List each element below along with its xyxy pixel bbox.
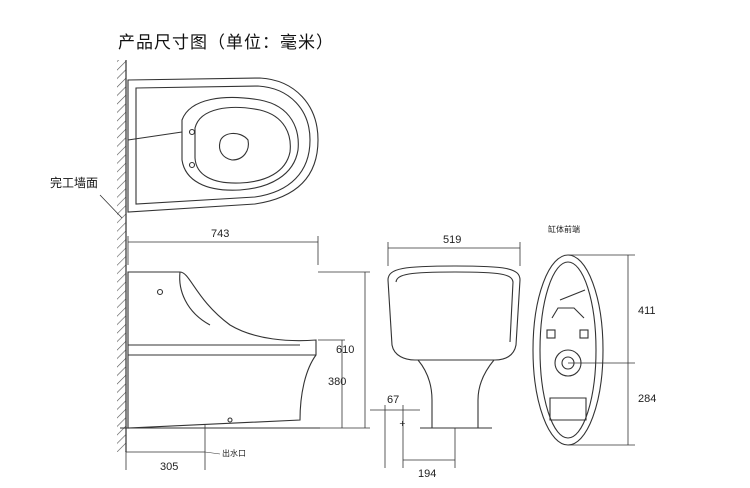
dimension-roughin-lines	[125, 425, 206, 470]
dimension-outlet-lines	[370, 405, 456, 468]
dimension-height-lines	[318, 271, 370, 429]
dim-284: 284	[638, 393, 656, 405]
dim-411: 411	[638, 305, 656, 317]
dimension-width-lines	[387, 242, 521, 266]
dim-305: 305	[160, 461, 178, 473]
dim-743: 743	[211, 228, 229, 240]
front-view	[387, 265, 521, 429]
side-view	[120, 271, 320, 429]
front-edge-label: 缸体前端	[548, 224, 580, 234]
dim-610: 610	[336, 344, 354, 356]
dim-519: 519	[443, 234, 461, 246]
outlet-marker: +	[399, 419, 406, 428]
top-view	[127, 77, 319, 213]
bottom-view	[532, 254, 604, 446]
finished-wall	[117, 60, 127, 452]
dim-67: 67	[387, 394, 399, 406]
dimension-length-lines	[127, 236, 319, 265]
dim-380: 380	[328, 376, 346, 388]
dim-194: 194	[418, 468, 436, 480]
page-title: 产品尺寸图（单位：毫米）	[118, 33, 334, 53]
wall-leader-line	[99, 194, 123, 219]
outlet-label: 出水口	[222, 448, 246, 458]
wall-label: 完工墙面	[50, 175, 98, 190]
dimension-depth-lines	[568, 254, 635, 446]
